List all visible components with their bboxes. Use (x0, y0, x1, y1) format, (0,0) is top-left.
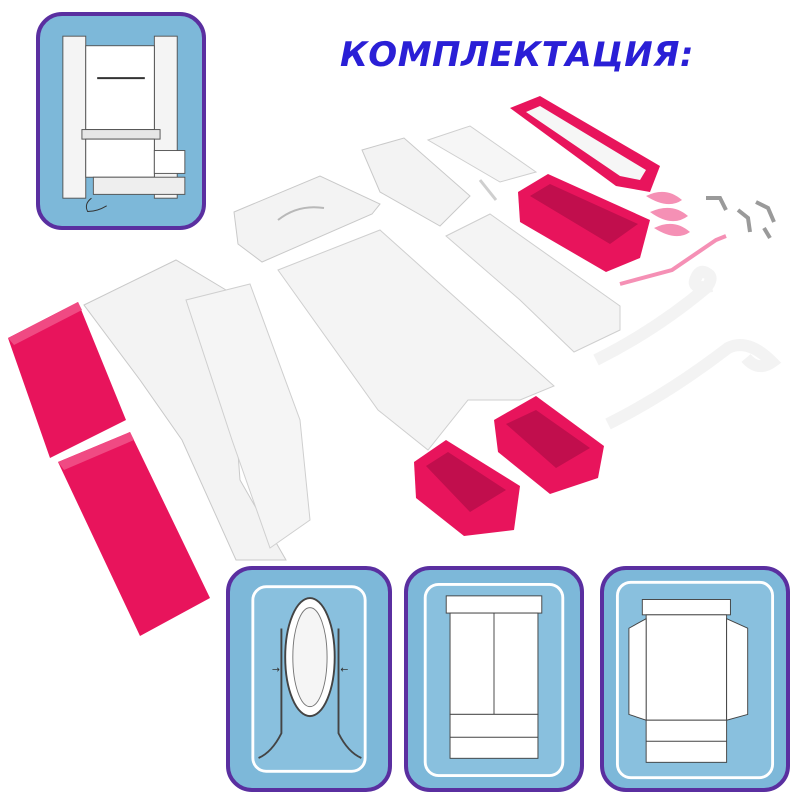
mirror-frame (510, 96, 660, 192)
mirror-stand-leg-bottom (605, 339, 782, 430)
open-wardrobe-assembly-icon (615, 580, 775, 780)
instruction-panel-interior (36, 12, 206, 230)
svg-text:→: → (272, 664, 280, 675)
closed-wardrobe-assembly-icon (423, 582, 565, 777)
base-panel (445, 213, 621, 353)
shelf-piece (426, 125, 538, 201)
drawer-left (414, 440, 520, 536)
instruction-panel-mirror: → ← (226, 566, 392, 792)
crown-top-piece (233, 175, 381, 263)
door-panel-left (8, 302, 126, 458)
hanging-rod (619, 234, 727, 286)
instruction-panel-open-wardrobe (600, 566, 790, 792)
top-plate (361, 137, 471, 227)
side-panel-right (185, 283, 311, 549)
back-panel (277, 229, 555, 451)
svg-text:←: ← (340, 664, 348, 675)
side-panel-left (83, 259, 287, 561)
page-title: КОМПЛЕКТАЦИЯ: (340, 35, 695, 75)
instruction-panel-closed-wardrobe (404, 566, 584, 792)
mirror-stand-leg-top (593, 265, 717, 366)
assembled-wardrobe-interior-icon (62, 35, 186, 213)
standing-mirror-assembly-icon: → ← (251, 585, 367, 773)
door-handles (706, 196, 776, 240)
hangers (646, 191, 690, 237)
drawer-right (494, 396, 604, 494)
door-panel-right (58, 432, 210, 636)
drawer-top (518, 174, 650, 272)
